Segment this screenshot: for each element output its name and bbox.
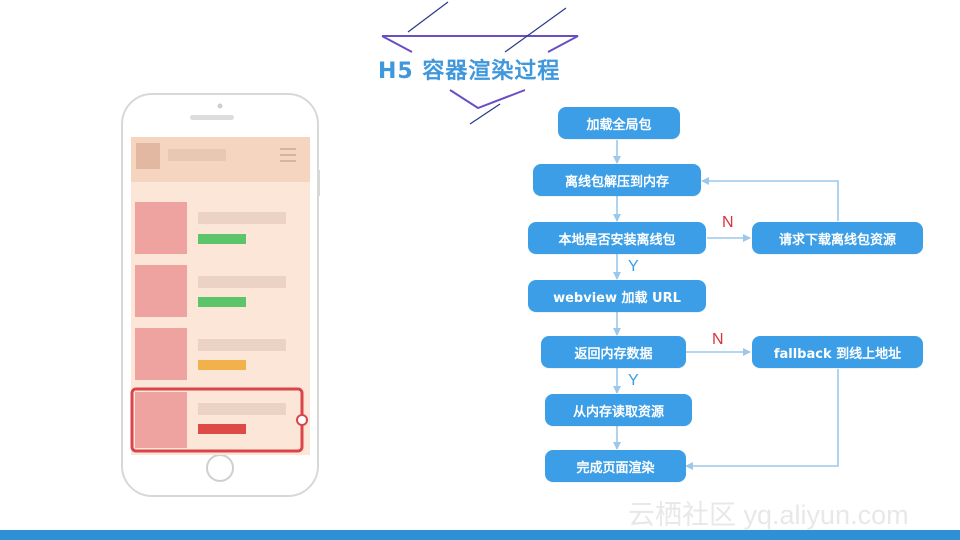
step-finish-render: 完成页面渲染	[545, 450, 686, 482]
step-request-download: 请求下载离线包资源	[752, 222, 923, 254]
header-avatar-placeholder	[136, 143, 160, 169]
arrow-fallback-loop	[685, 369, 839, 470]
list-item-highlighted	[130, 387, 308, 453]
arrow-download-loop	[701, 177, 839, 221]
list-item	[135, 328, 286, 380]
phone-speaker	[190, 115, 234, 120]
menu-icon	[280, 148, 296, 162]
step-unzip-to-memory: 离线包解压到内存	[533, 164, 701, 196]
highlight-handle-icon	[296, 414, 308, 426]
step-load-global-package: 加载全局包	[558, 107, 680, 139]
branch-label-memory-yes: Y	[628, 372, 639, 389]
list-item	[135, 202, 286, 254]
step-read-from-memory: 从内存读取资源	[545, 394, 692, 426]
header-title-placeholder	[168, 149, 226, 161]
page-title: H5 容器渲染过程	[378, 59, 561, 84]
phone-side-button	[317, 170, 320, 196]
bottom-accent-bar	[0, 530, 960, 540]
step-check-installed: 本地是否安装离线包	[528, 222, 706, 254]
step-webview-load-url: webview 加载 URL	[528, 280, 706, 312]
title-triangle-top	[382, 35, 579, 53]
title-slash-1	[407, 1, 449, 33]
list-item	[135, 265, 286, 317]
title-slash-2	[504, 7, 567, 53]
title-slash-4	[469, 103, 501, 125]
title-triangle-bottom	[449, 89, 526, 110]
branch-label-install-no: N	[722, 214, 734, 231]
watermark: 云栖社区 yq.aliyun.com	[628, 500, 909, 530]
branch-label-install-yes: Y	[628, 258, 639, 275]
step-fallback-online: fallback 到线上地址	[752, 336, 923, 368]
branch-label-memory-no: N	[712, 331, 724, 348]
phone-camera	[217, 103, 223, 109]
title-slash-3	[381, 35, 413, 53]
step-return-memory-data: 返回内存数据	[541, 336, 686, 368]
